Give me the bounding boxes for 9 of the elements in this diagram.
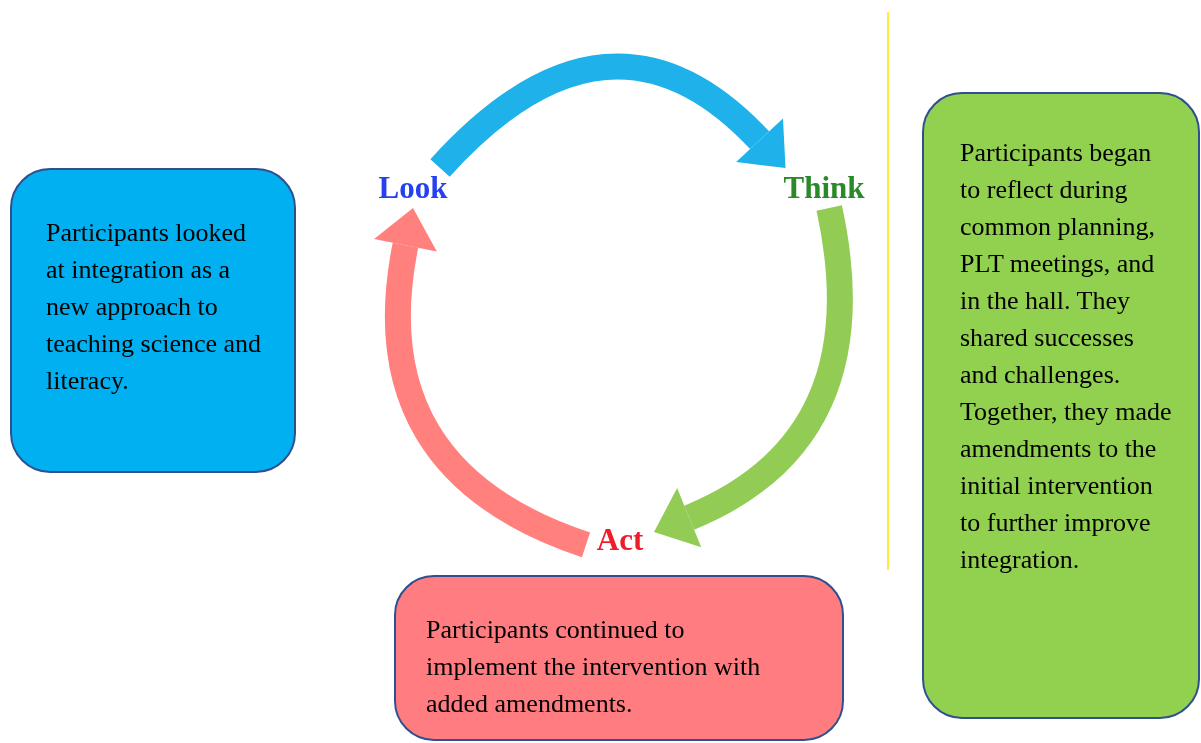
text-card: Participants began to reflect during common planning, PLT meetings, and in the hall. They shared successes and challenges. Together, they made amendments to the initial intervention to further improve integration. — [922, 92, 1200, 719]
text-card: Participants continued to implement the intervention with added amendments. — [394, 575, 844, 741]
curved-arrow — [654, 205, 853, 547]
stage-label: Think — [772, 168, 876, 208]
stage-label: Act — [586, 520, 654, 560]
curved-arrow — [373, 207, 591, 557]
curved-arrow — [430, 54, 787, 178]
stage-label: Look — [368, 168, 458, 208]
text-card: Participants looked at integration as a new approach to teaching science and literacy. — [10, 168, 296, 473]
